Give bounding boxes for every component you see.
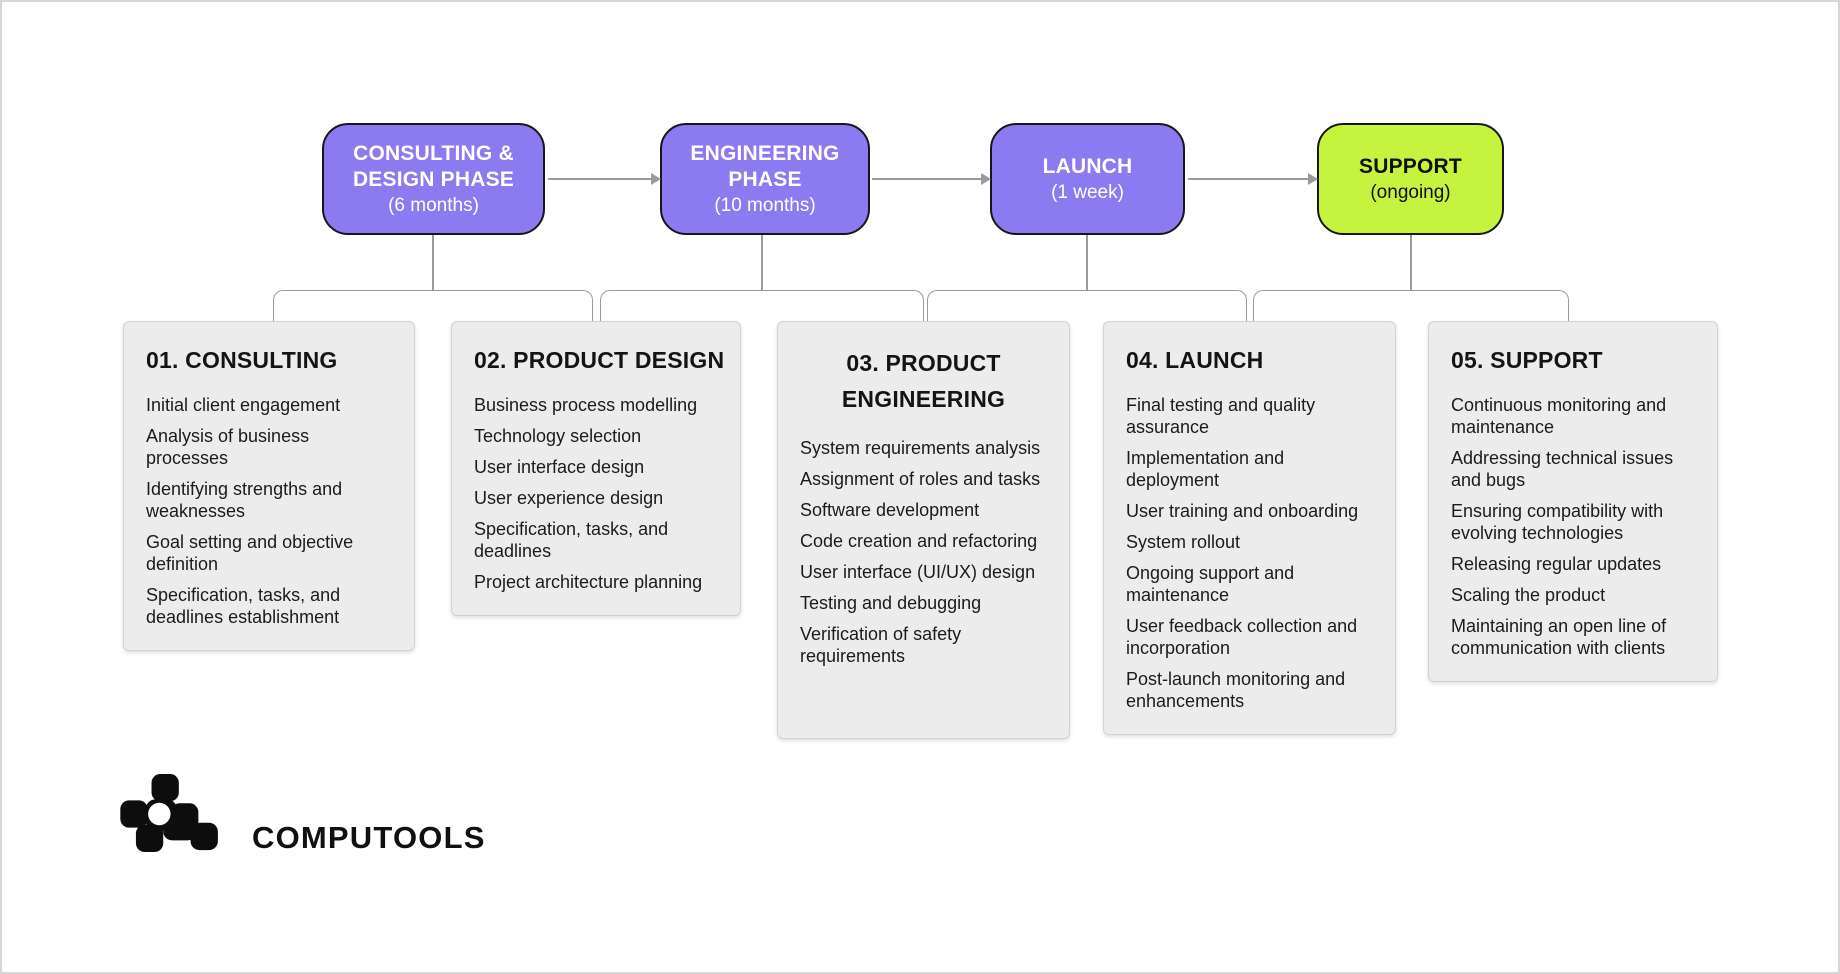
card-item: Business process modelling bbox=[474, 395, 698, 415]
connector-stem bbox=[1410, 235, 1412, 291]
card-item: Post-launch monitoring and enhancements bbox=[1126, 669, 1346, 711]
card-heading: 02. PRODUCT DESIGN bbox=[474, 347, 725, 373]
phase-box-engineering: ENGINEERING PHASE (10 months) bbox=[660, 123, 870, 235]
computools-logo-icon bbox=[120, 774, 218, 853]
card-item: Implementation and deployment bbox=[1126, 448, 1285, 490]
card-item: Releasing regular updates bbox=[1451, 554, 1662, 574]
card-item: User interface design bbox=[474, 457, 645, 477]
card-item: Identifying strengths and weaknesses bbox=[146, 479, 343, 521]
card-item: Project architecture planning bbox=[474, 572, 703, 592]
arrow-right-icon bbox=[872, 173, 991, 185]
card-support: 05. SUPPORT Continuous monitoring and ma… bbox=[1428, 321, 1718, 682]
connector-bracket bbox=[1253, 290, 1569, 336]
phase-box-launch: LAUNCH (1 week) bbox=[990, 123, 1185, 235]
connector-stem bbox=[761, 235, 763, 291]
card-item: System rollout bbox=[1126, 532, 1241, 552]
card-item: Code creation and refactoring bbox=[800, 531, 1038, 552]
card-item: Verification of safety requirements bbox=[800, 624, 962, 667]
connector-bracket bbox=[273, 290, 593, 336]
card-heading: 04. LAUNCH bbox=[1126, 347, 1264, 373]
card-item: Specification, tasks, and deadlines esta… bbox=[146, 585, 341, 627]
phase-duration: (ongoing) bbox=[1370, 181, 1451, 203]
card-item: Maintaining an open line of communicatio… bbox=[1451, 616, 1667, 658]
phase-duration: (1 week) bbox=[1051, 181, 1124, 203]
connector-stem bbox=[1086, 235, 1088, 291]
connector-bracket bbox=[927, 290, 1247, 336]
card-item: Ensuring compatibility with evolving tec… bbox=[1451, 501, 1664, 543]
card-consulting: 01. CONSULTING Initial client engagement… bbox=[123, 321, 415, 651]
card-item: Analysis of business processes bbox=[146, 426, 310, 468]
card-heading: 03. PRODUCT ENGINEERING bbox=[841, 350, 1006, 412]
card-item: Technology selection bbox=[474, 426, 642, 446]
card-item: System requirements analysis bbox=[800, 438, 1041, 459]
card-item: Ongoing support and maintenance bbox=[1126, 563, 1295, 605]
brand-wordmark: COMPUTOOLS bbox=[252, 820, 486, 855]
card-item: Testing and debugging bbox=[800, 593, 982, 614]
phase-duration: (6 months) bbox=[388, 194, 479, 216]
phase-box-support: SUPPORT (ongoing) bbox=[1317, 123, 1504, 235]
phase-title: ENGINEERING PHASE bbox=[690, 141, 840, 191]
card-product-design: 02. PRODUCT DESIGN Business process mode… bbox=[451, 321, 741, 616]
connector-stem bbox=[432, 235, 434, 291]
card-item: User experience design bbox=[474, 488, 664, 508]
card-launch: 04. LAUNCH Final testing and quality ass… bbox=[1103, 321, 1396, 735]
card-item: Scaling the product bbox=[1451, 585, 1606, 605]
card-item: User training and onboarding bbox=[1126, 501, 1359, 521]
phase-title: LAUNCH bbox=[1042, 154, 1133, 178]
card-item: Specification, tasks, and deadlines bbox=[474, 519, 669, 561]
card-item: User feedback collection and incorporati… bbox=[1126, 616, 1358, 658]
arrow-right-icon bbox=[548, 173, 661, 185]
card-item: User interface (UI/UX) design bbox=[800, 562, 1036, 583]
phase-duration: (10 months) bbox=[714, 194, 816, 216]
card-item: Initial client engagement bbox=[146, 395, 341, 415]
connector-bracket bbox=[600, 290, 924, 336]
card-item: Final testing and quality assurance bbox=[1126, 395, 1316, 437]
phase-box-consulting-design: CONSULTING & DESIGN PHASE (6 months) bbox=[322, 123, 545, 235]
card-item: Assignment of roles and tasks bbox=[800, 469, 1041, 490]
computools-logo: COMPUTOOLS bbox=[120, 774, 486, 854]
arrow-right-icon bbox=[1188, 173, 1318, 185]
card-heading: 05. SUPPORT bbox=[1451, 347, 1603, 373]
card-product-engineering: 03. PRODUCT ENGINEERING System requireme… bbox=[777, 321, 1070, 739]
card-item: Addressing technical issues and bugs bbox=[1451, 448, 1674, 490]
card-item: Goal setting and objective definition bbox=[146, 532, 354, 574]
card-item: Continuous monitoring and maintenance bbox=[1451, 395, 1667, 437]
card-heading: 01. CONSULTING bbox=[146, 347, 338, 373]
phase-title: CONSULTING & DESIGN PHASE bbox=[352, 141, 515, 191]
card-item: Software development bbox=[800, 500, 980, 521]
phase-title: SUPPORT bbox=[1359, 154, 1462, 178]
